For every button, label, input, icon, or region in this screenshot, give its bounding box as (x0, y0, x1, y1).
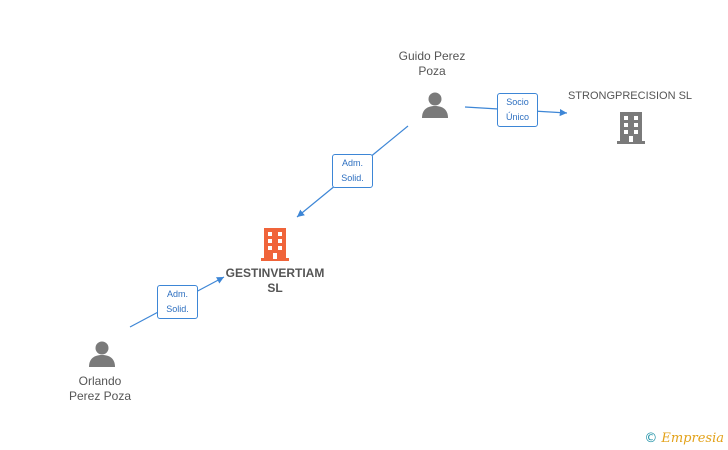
edge-label-adm-orlando-line2: Solid. (166, 304, 189, 314)
edge-label-adm-orlando-line1: Adm. (166, 289, 188, 299)
person-icon[interactable] (87, 339, 117, 369)
gestinvertiam-name-line1: GESTINVERTIAM (225, 266, 325, 280)
edge-label-adm-guido-line1: Adm. (341, 158, 363, 168)
guido-name-line1: Guido Perez (398, 49, 466, 63)
gestinvertiam-name-line2: SL (267, 281, 283, 295)
edge-label-socio-unico[interactable]: Socio Único (497, 93, 538, 127)
building-highlight-icon[interactable] (258, 226, 292, 262)
brand-watermark: ©Empresia (644, 431, 724, 446)
strongprecision-name: STRONGPRECISION SL (567, 90, 693, 102)
edge-label-socio-unico-line2: Único (505, 112, 529, 122)
brand-name: Empresia (661, 431, 724, 446)
orlando-name-line2: Perez Poza (68, 389, 132, 403)
node-label-guido[interactable]: Guido Perez Poza (382, 49, 482, 79)
node-label-strongprecision[interactable]: STRONGPRECISION SL (560, 89, 700, 104)
orlando-name-line1: Orlando (78, 374, 122, 388)
node-label-gestinvertiam[interactable]: GESTINVERTIAM SL (215, 266, 335, 296)
edge-label-adm-solid-orlando[interactable]: Adm. Solid. (157, 285, 198, 319)
node-label-orlando[interactable]: Orlando Perez Poza (50, 374, 150, 404)
guido-name-line2: Poza (418, 64, 446, 78)
person-icon[interactable] (420, 90, 450, 120)
edge-label-adm-guido-line2: Solid. (341, 173, 364, 183)
building-icon[interactable] (614, 110, 648, 144)
edge-label-socio-unico-line1: Socio (506, 97, 529, 107)
copyright-symbol: © (644, 431, 658, 446)
edge-label-adm-solid-guido[interactable]: Adm. Solid. (332, 154, 373, 188)
